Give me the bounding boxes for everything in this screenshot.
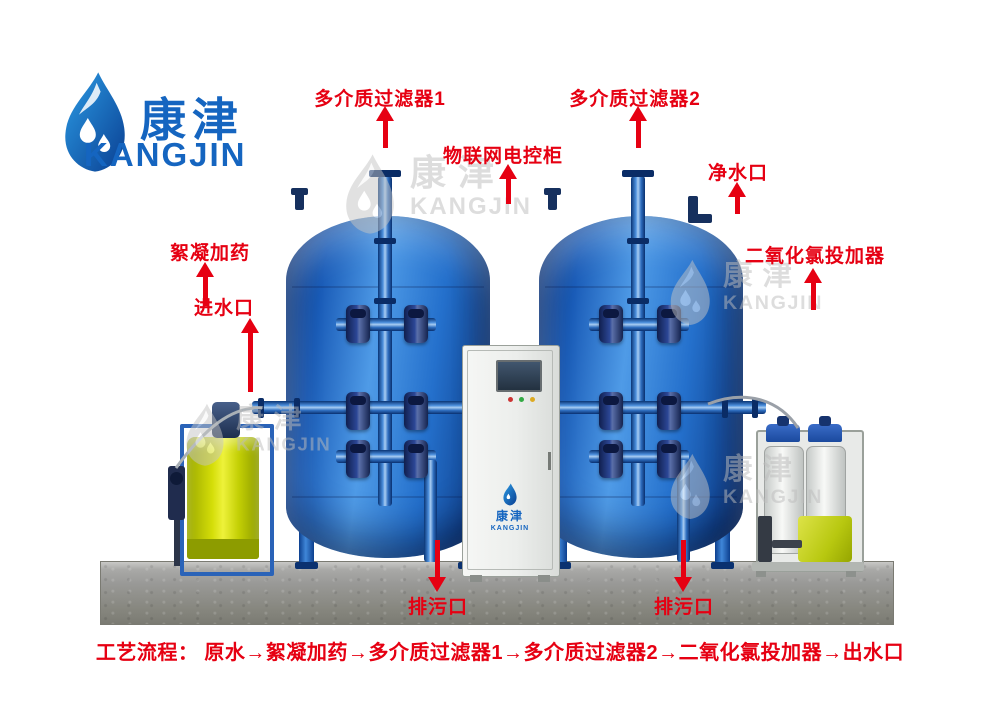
indicator-light (519, 397, 524, 402)
annotation-arrow-flocculant (196, 262, 214, 306)
watermark-cn: 康津 (723, 258, 802, 292)
cabinet-display (496, 360, 542, 392)
pipe-flange (294, 398, 300, 418)
dosing-pump-stem (174, 520, 180, 566)
annotation-arrow-filter2 (629, 106, 647, 148)
pipe-flange (622, 170, 654, 177)
annotation-arrow-drain-left (428, 540, 446, 592)
pipe-flange (374, 298, 396, 304)
cabinet-door (467, 350, 553, 570)
brand-watermark: 康津 KANGJIN (664, 452, 823, 521)
brand-watermark: 康津 KANGJIN (180, 402, 331, 468)
indicator-light (530, 397, 535, 402)
chlorine-dioxide-doser-unit (752, 416, 868, 578)
annotation-arrow-doser (804, 268, 822, 310)
doser-piping (758, 516, 772, 562)
valve (657, 392, 681, 430)
doser-pump-cap (808, 424, 842, 442)
doser-pump-cap (766, 424, 800, 442)
doser-foot (756, 571, 766, 577)
kangjin-flame-icon (670, 259, 710, 325)
label-filter1: 多介质过滤器1 (314, 89, 446, 110)
annotation-arrow-drain-right (674, 540, 692, 592)
valve (346, 440, 370, 478)
kangjin-flame-icon (346, 154, 394, 234)
watermark-cn: 康津 (410, 152, 507, 193)
process-flow-text: 工艺流程： 原水→絮凝加药→多介质过滤器1→多介质过滤器2→二氧化氯投加器→出水… (95, 642, 905, 664)
tank-foot (295, 562, 318, 569)
kangjin-flame-icon (503, 483, 517, 506)
watermark-en: KANGJIN (236, 434, 332, 456)
doser-foot (846, 571, 856, 577)
cabinet-handle (548, 452, 551, 470)
label-chlorine-dioxide-doser: 二氧化氯投加器 (744, 246, 886, 267)
label-drain-right: 排污口 (653, 597, 715, 618)
kangjin-flame-icon (65, 72, 125, 172)
doser-knob (777, 416, 789, 426)
annotation-arrow-filter1 (376, 106, 394, 148)
cabinet-logo-cn: 康津 (495, 509, 524, 523)
cabinet-foot (470, 575, 482, 582)
kangjin-flame-icon (670, 453, 710, 519)
riser-pipe (378, 176, 392, 506)
doser-chemical-tank (798, 516, 852, 562)
label-iot-cabinet: 物联网电控柜 (442, 146, 564, 167)
doser-cylinder (764, 446, 804, 554)
cabinet-logo-en: KANGJIN (490, 525, 530, 532)
valve (599, 392, 623, 430)
valve (346, 392, 370, 430)
pipe-flange (627, 238, 649, 244)
air-valve (295, 192, 304, 210)
riser-pipe (631, 176, 645, 506)
doser-base (752, 562, 864, 571)
brand-name-en: KANGJIN (84, 136, 247, 173)
watermark-en: KANGJIN (723, 485, 824, 509)
pipe-flange (752, 398, 758, 418)
pipe-flange (369, 170, 401, 177)
doser-knob (819, 416, 831, 426)
valve (404, 305, 428, 343)
annotation-arrow-inlet (241, 318, 259, 392)
label-flocculant-dosing: 絮凝加药 (169, 243, 251, 264)
cabinet-brand-logo: 康津 KANGJIN (472, 483, 548, 532)
air-valve-cap (291, 188, 308, 195)
control-cabinet: 康津 KANGJIN (462, 345, 560, 582)
air-valve-cap (544, 188, 561, 195)
label-filter2: 多介质过滤器2 (569, 89, 701, 110)
kangjin-flame-icon (186, 403, 224, 466)
watermark-cn: 康津 (723, 452, 802, 486)
label-clean-water-outlet: 净水口 (707, 163, 769, 184)
valve (599, 305, 623, 343)
brand-name-cn: 康津 (140, 94, 244, 146)
annotation-arrow-cabinet (499, 164, 517, 204)
outlet-nozzle (688, 196, 698, 220)
doser-piping (772, 540, 802, 548)
watermark-cn: 康津 (236, 402, 312, 434)
brand-watermark: 康津 KANGJIN (664, 258, 823, 327)
valve (657, 440, 681, 478)
pipe-flange (627, 298, 649, 304)
dosing-pump-knob (170, 472, 183, 485)
air-valve (548, 192, 557, 210)
valve (346, 305, 370, 343)
drain-pipe (424, 460, 437, 562)
label-water-inlet: 进水口 (193, 298, 255, 319)
valve (404, 440, 428, 478)
watermark-en: KANGJIN (723, 291, 824, 315)
valve (599, 440, 623, 478)
pipe-flange (374, 238, 396, 244)
annotation-arrow-clean-water (728, 182, 746, 214)
dosing-tank-band (187, 539, 259, 559)
cabinet-foot (538, 575, 550, 582)
valve (404, 392, 428, 430)
indicator-light (508, 397, 513, 402)
pipe-flange (722, 398, 728, 418)
tank-foot (711, 562, 734, 569)
outlet-elbow (688, 214, 712, 223)
label-drain-left: 排污口 (407, 597, 469, 618)
